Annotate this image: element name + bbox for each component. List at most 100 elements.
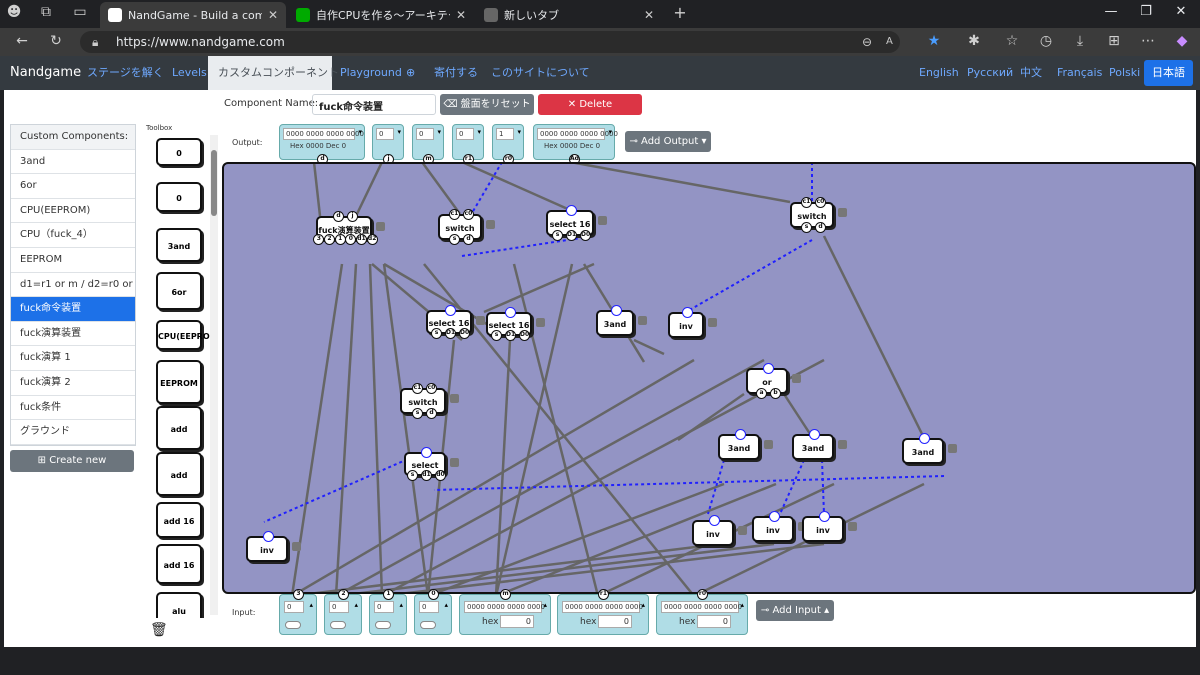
nav-about[interactable]: このサイトについて xyxy=(491,66,590,79)
gate-input-pin[interactable] xyxy=(819,511,830,522)
gate-menu-icon[interactable] xyxy=(708,318,717,327)
gate-input-pin[interactable] xyxy=(566,205,577,216)
gate-input-pin[interactable]: c0 xyxy=(815,197,826,208)
close-tab-icon[interactable]: ✕ xyxy=(643,8,654,22)
globe-icon[interactable]: ⊕ xyxy=(406,66,416,79)
reset-board-button[interactable]: ⌫ 盤面をリセット xyxy=(440,94,534,115)
component-list-item[interactable]: fuck演算装置 xyxy=(11,322,135,347)
gate-output-pin[interactable]: s xyxy=(449,234,460,245)
gate-output-pin[interactable]: s xyxy=(407,470,418,481)
component-list-item[interactable]: fuck演算 1 xyxy=(11,346,135,371)
gate-and3b[interactable]: 3and xyxy=(718,429,773,460)
downloads-icon[interactable]: ⤓ xyxy=(1076,33,1084,49)
gate-inv4[interactable]: inv xyxy=(802,511,857,542)
output-value[interactable]: 0000 0000 0000 0000 xyxy=(537,128,618,140)
gate-input-pin[interactable]: c1 xyxy=(801,197,812,208)
maximize-icon[interactable]: ❐ xyxy=(1140,4,1152,19)
toolbox-item[interactable]: add xyxy=(156,406,202,450)
gate-output-pin[interactable]: s xyxy=(801,222,812,233)
add-input-button[interactable]: ⊸ Add Input ▴ xyxy=(756,600,834,621)
gate-input-pin[interactable] xyxy=(769,511,780,522)
input-hex-field[interactable]: 0 xyxy=(697,615,731,628)
dropdown-caret-icon[interactable]: ▾ xyxy=(397,128,401,136)
gate-output-pin[interactable]: a xyxy=(756,388,767,399)
lang-french[interactable]: Français xyxy=(1057,66,1103,79)
gate-input-pin[interactable] xyxy=(709,515,720,526)
component-list-item[interactable]: CPU(EEPROM) xyxy=(11,199,135,224)
gate-input-pin[interactable]: d xyxy=(333,211,344,222)
nav-playground[interactable]: Playground xyxy=(340,66,402,79)
window-close-icon[interactable]: ✕ xyxy=(1175,4,1187,19)
gate-output-pin[interactable]: D1 xyxy=(566,230,577,241)
gate-menu-icon[interactable] xyxy=(838,440,847,449)
favorites-icon[interactable]: ☆ xyxy=(1005,33,1019,49)
gate-output-pin[interactable]: D0 xyxy=(519,330,530,341)
lang-polish[interactable]: Polski xyxy=(1109,66,1141,79)
gate-menu-icon[interactable] xyxy=(450,394,459,403)
gate-input-pin[interactable] xyxy=(263,531,274,542)
output-value[interactable]: 1 xyxy=(496,128,514,140)
gate-menu-icon[interactable] xyxy=(948,444,957,453)
input-value-field[interactable]: 0 xyxy=(419,601,439,613)
gate-menu-icon[interactable] xyxy=(792,374,801,383)
input-0-pin[interactable]: 0 xyxy=(428,589,439,600)
gate-menu-icon[interactable] xyxy=(638,316,647,325)
gate-input-pin[interactable] xyxy=(505,307,516,318)
delete-component-button[interactable]: ✕ Delete component xyxy=(538,94,642,131)
gate-input-pin[interactable] xyxy=(445,305,456,316)
gate-menu-icon[interactable] xyxy=(486,220,495,229)
gate-inv1[interactable]: inv xyxy=(668,307,717,338)
nav-solve-stages[interactable]: ステージを解く xyxy=(87,66,164,79)
zoom-icon[interactable]: ⊖ xyxy=(862,35,873,49)
input-hex-field[interactable]: 0 xyxy=(500,615,534,628)
stepper-icon[interactable]: ▴ xyxy=(399,601,403,609)
dropdown-caret-icon[interactable]: ▾ xyxy=(608,128,612,136)
input-2-pin[interactable]: 2 xyxy=(338,589,349,600)
lang-chinese[interactable]: 中文 xyxy=(1020,66,1042,79)
gate-inv5[interactable]: inv xyxy=(246,531,301,562)
gate-menu-icon[interactable] xyxy=(536,318,545,327)
component-list-item[interactable]: グラウンド xyxy=(11,420,135,445)
gate-output-pin[interactable]: D1 xyxy=(445,328,456,339)
gate-and3d[interactable]: 3and xyxy=(902,433,957,464)
toolbox-item[interactable]: add 16 xyxy=(156,502,202,538)
gate-output-pin[interactable]: s xyxy=(431,328,442,339)
dropdown-caret-icon[interactable]: ▾ xyxy=(477,128,481,136)
input-bits-field[interactable]: 0000 0000 0000 0000 xyxy=(661,601,742,613)
stepper-icon[interactable]: ▴ xyxy=(444,601,448,609)
site-brand[interactable]: Nandgame xyxy=(10,65,82,80)
input-r0-pin[interactable]: r0 xyxy=(697,589,708,600)
tab-actions-icon[interactable]: ▭ xyxy=(73,4,87,20)
gate-menu-icon[interactable] xyxy=(376,222,385,231)
input-bits-field[interactable]: 0000 0000 0000 0000 xyxy=(562,601,643,613)
gate-output-pin[interactable]: 3 xyxy=(313,234,325,245)
output-value[interactable]: 0 xyxy=(456,128,474,140)
toolbox-item[interactable]: add 16 xyxy=(156,544,202,584)
favorite-star-icon[interactable]: ★ xyxy=(927,33,941,49)
gate-output-pin[interactable]: d2 xyxy=(366,234,378,245)
component-list-item[interactable]: CPU（fuck_4） xyxy=(11,223,135,248)
toolbox-item[interactable]: CPU(EEPROM xyxy=(156,320,218,350)
gate-input-pin[interactable] xyxy=(763,363,774,374)
gate-menu-icon[interactable] xyxy=(764,440,773,449)
gate-output-pin[interactable]: D1 xyxy=(505,330,516,341)
new-tab-icon[interactable]: + xyxy=(673,3,687,22)
component-list-item[interactable]: d1=r1 or m / d2=r0 or m xyxy=(11,273,135,298)
profile-menu-icon[interactable]: ⋯ xyxy=(1141,33,1155,49)
url-bar[interactable]: 🔒︎ https://www.nandgame.com ⊖ A xyxy=(80,31,900,53)
gate-input-pin[interactable]: c1 xyxy=(449,209,460,220)
gate-output-pin[interactable]: d1 xyxy=(421,470,432,481)
browser-tab-newtab[interactable]: 新しいタブ ✕ xyxy=(476,2,662,28)
gate-input-pin[interactable] xyxy=(735,429,746,440)
dropdown-caret-icon[interactable]: ▾ xyxy=(437,128,441,136)
gate-input-pin[interactable]: c0 xyxy=(426,383,437,394)
gate-input-pin[interactable] xyxy=(421,447,432,458)
gate-output-pin[interactable]: D0 xyxy=(580,230,591,241)
